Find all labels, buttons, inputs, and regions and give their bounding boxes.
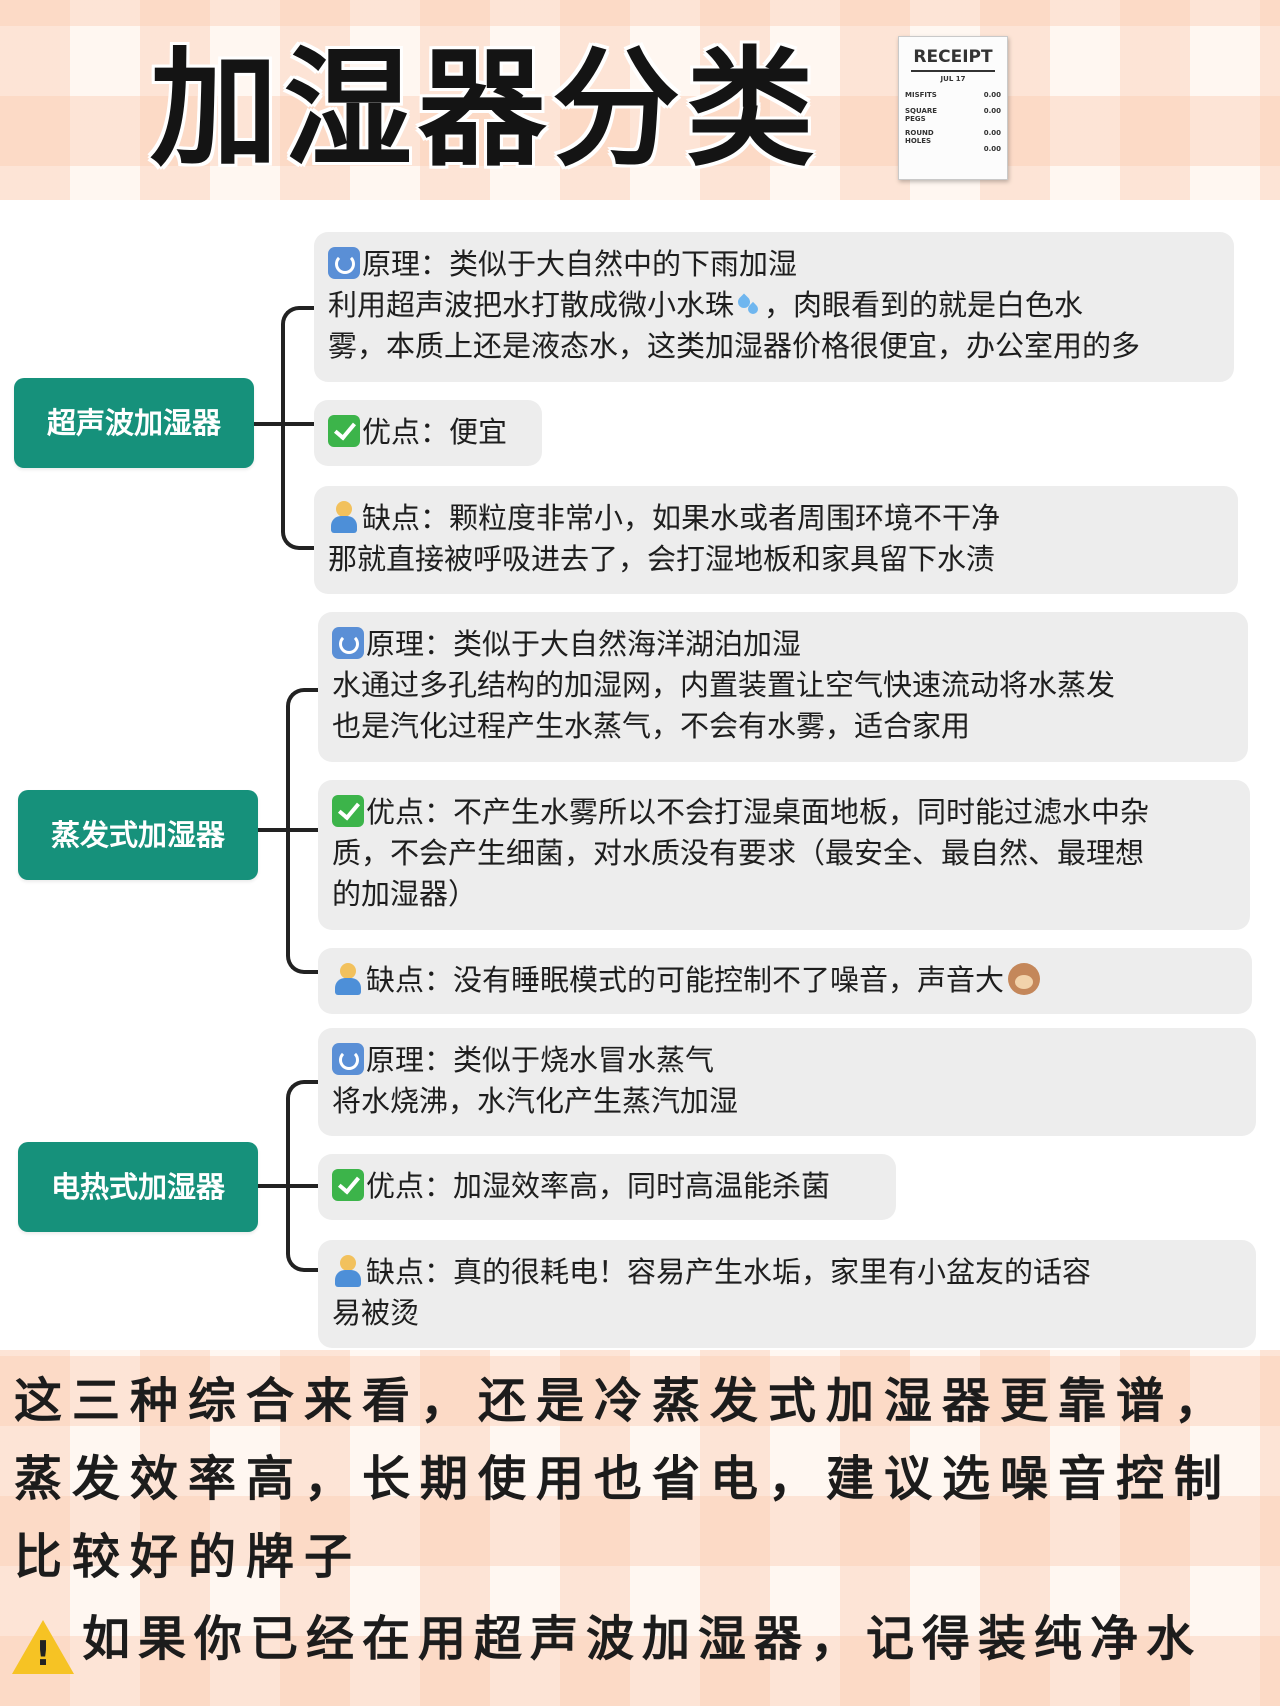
category-ultrasonic: 超声波加湿器 (14, 378, 254, 468)
person-gesturing-no-icon (328, 501, 360, 533)
receipt-sticker: RECEIPT JUL 17 MISFITS 0.00 SQUARE PEGS 0… (898, 36, 1008, 180)
droplets-icon (734, 292, 762, 320)
cons-text: 易被烫 (332, 1296, 419, 1330)
pros-text: 优点：加湿效率高，同时高温能杀菌 (366, 1169, 830, 1203)
refresh-icon (328, 247, 360, 279)
receipt-row-label: MISFITS (905, 91, 937, 99)
principle-text: ，肉眼看到的就是白色水 (764, 288, 1083, 322)
warning-symbol: ! (12, 1634, 74, 1674)
receipt-row-label: ROUND HOLES (905, 129, 934, 145)
cons-note: 缺点：真的很耗电！容易产生水垢，家里有小盆友的话容 易被烫 (318, 1240, 1256, 1348)
principle-text: 将水烧沸，水汽化产生蒸汽加湿 (332, 1084, 738, 1118)
principle-title: 原理：类似于大自然中的下雨加湿 (362, 247, 797, 281)
receipt-label: RECEIPT (899, 47, 1007, 67)
checkmark-icon (332, 1169, 364, 1201)
receipt-row-value: 0.00 (984, 91, 1001, 99)
person-gesturing-no-icon (332, 963, 364, 995)
pros-text: 质，不会产生细菌，对水质没有要求（最安全、最自然、最理想 (332, 836, 1144, 870)
receipt-row: SQUARE PEGS (905, 107, 955, 123)
cons-note: 缺点：没有睡眠模式的可能控制不了噪音，声音大 (318, 948, 1252, 1014)
person-gesturing-no-icon (332, 1255, 364, 1287)
summary-line: 蒸发效率高，长期使用也省电，建议选噪音控制 (14, 1440, 1232, 1518)
receipt-row: MISFITS 0.00 (905, 91, 1001, 99)
cons-text: 缺点：真的很耗电！容易产生水垢，家里有小盆友的话容 (366, 1255, 1091, 1289)
pros-text: 优点：不产生水雾所以不会打湿桌面地板，同时能过滤水中杂 (366, 795, 1149, 829)
cons-text: 缺点：没有睡眠模式的可能控制不了噪音，声音大 (366, 963, 1004, 997)
cons-text: 缺点：颗粒度非常小，如果水或者周围环境不干净 (362, 501, 1000, 535)
cons-note: 缺点：颗粒度非常小，如果水或者周围环境不干净 那就直接被呼吸进去了，会打湿地板和… (314, 486, 1238, 594)
pros-note: 优点：加湿效率高，同时高温能杀菌 (318, 1154, 896, 1220)
principle-text: 水通过多孔结构的加湿网，内置装置让空气快速流动将水蒸发 (332, 668, 1115, 702)
receipt-row: ROUND HOLES (905, 129, 955, 145)
principle-title: 原理：类似于烧水冒水蒸气 (366, 1043, 714, 1077)
receipt-row-value: 0.00 (984, 145, 1001, 153)
pros-text: 优点：便宜 (362, 415, 507, 449)
receipt-rule (911, 70, 995, 72)
category-evaporative: 蒸发式加湿器 (18, 790, 258, 880)
principle-text: 利用超声波把水打散成微小水珠 (328, 288, 734, 322)
summary-line: 比较好的牌子 (14, 1518, 362, 1596)
cons-text: 那就直接被呼吸进去了，会打湿地板和家具留下水渍 (328, 542, 995, 576)
category-electric-heating: 电热式加湿器 (18, 1142, 258, 1232)
principle-note: 原理：类似于烧水冒水蒸气 将水烧沸，水汽化产生蒸汽加湿 (318, 1028, 1256, 1136)
warning-text: 如果你已经在用超声波加湿器，记得装纯净水 (82, 1600, 1202, 1678)
receipt-row-label: SQUARE PEGS (905, 107, 937, 123)
principle-note: 原理：类似于大自然中的下雨加湿 利用超声波把水打散成微小水珠 ，肉眼看到的就是白色… (314, 232, 1234, 382)
receipt-row-value: 0.00 (984, 129, 1001, 137)
pros-note: 优点：便宜 (314, 400, 542, 466)
pros-note: 优点：不产生水雾所以不会打湿桌面地板，同时能过滤水中杂 质，不会产生细菌，对水质… (318, 780, 1250, 930)
pros-text: 的加湿器） (332, 877, 477, 911)
checkmark-icon (328, 415, 360, 447)
checkmark-icon (332, 795, 364, 827)
page-title: 加湿器分类 (150, 30, 890, 190)
mindmap-panel: 超声波加湿器 原理：类似于大自然中的下雨加湿 利用超声波把水打散成微小水珠 ，肉眼… (0, 200, 1280, 1350)
principle-text: 也是汽化过程产生水蒸气，不会有水雾，适合家用 (332, 709, 970, 743)
principle-note: 原理：类似于大自然海洋湖泊加湿 水通过多孔结构的加湿网，内置装置让空气快速流动将… (318, 612, 1248, 762)
warning-icon: ! (12, 1620, 74, 1676)
principle-title: 原理：类似于大自然海洋湖泊加湿 (366, 627, 801, 661)
summary-line: 这三种综合来看，还是冷蒸发式加湿器更靠谱， (14, 1362, 1232, 1440)
see-no-evil-monkey-icon (1008, 963, 1040, 995)
receipt-date: JUL 17 (899, 75, 1007, 83)
receipt-row-value: 0.00 (984, 107, 1001, 115)
principle-text: 雾，本质上还是液态水，这类加湿器价格很便宜，办公室用的多 (328, 329, 1140, 363)
refresh-icon (332, 627, 364, 659)
refresh-icon (332, 1043, 364, 1075)
